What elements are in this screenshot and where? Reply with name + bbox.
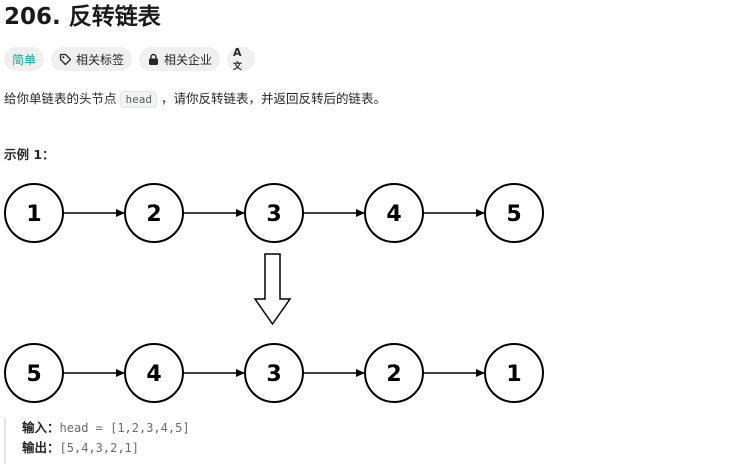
example-output: 输出：[5,4,3,2,1] (22, 440, 139, 455)
translate-button[interactable]: A文 (227, 46, 256, 72)
top-node-5 (484, 183, 544, 243)
bottom-node-4 (364, 343, 424, 403)
top-node-label-4: 4 (386, 202, 401, 227)
top-node-3 (244, 183, 304, 243)
reversed-list: 5 4 3 2 1 (4, 343, 544, 403)
bottom-node-label-1: 5 (26, 362, 41, 387)
related-companies-label: 相关企业 (164, 52, 213, 67)
original-list: 1 2 3 4 5 (4, 183, 544, 243)
difficulty-label: 简单 (12, 52, 37, 67)
tag-bar: 简单 相关标签 相关企业 A文 (4, 46, 256, 72)
problem-title: 206. 反转链表 (4, 4, 161, 30)
top-node-label-3: 3 (266, 202, 281, 227)
related-tags-label: 相关标签 (76, 52, 125, 67)
linked-list-diagram: 1 2 3 4 5 5 4 3 2 1 (4, 183, 544, 403)
tag-icon (59, 53, 72, 66)
bottom-node-5 (484, 343, 544, 403)
translate-icon: A文 (233, 46, 243, 72)
example-title: 示例 1： (4, 147, 55, 162)
bottom-node-1 (4, 343, 64, 403)
inline-code-head: head (120, 91, 157, 108)
bottom-node-label-5: 1 (506, 362, 521, 387)
lock-icon (147, 53, 160, 66)
problem-description: 给你单链表的头节点 head ，请你反转链表，并返回反转后的链表。 (4, 91, 386, 108)
related-companies-button[interactable]: 相关企业 (139, 47, 221, 71)
bottom-node-label-2: 4 (146, 362, 161, 387)
top-node-2 (124, 183, 184, 243)
bottom-node-2 (124, 343, 184, 403)
example-io-block: 输入：head = [1,2,3,4,5] 输出：[5,4,3,2,1] (4, 418, 284, 464)
top-node-label-1: 1 (26, 202, 41, 227)
related-tags-button[interactable]: 相关标签 (51, 47, 133, 71)
top-node-label-2: 2 (146, 202, 161, 227)
bottom-node-label-4: 2 (386, 362, 401, 387)
top-node-label-5: 5 (506, 202, 521, 227)
top-node-4 (364, 183, 424, 243)
example-input: 输入：head = [1,2,3,4,5] (22, 420, 190, 435)
down-arrow-icon (253, 253, 292, 326)
top-node-1 (4, 183, 64, 243)
difficulty-tag[interactable]: 简单 (4, 47, 45, 71)
bottom-node-label-3: 3 (266, 362, 281, 387)
bottom-node-3 (244, 343, 304, 403)
